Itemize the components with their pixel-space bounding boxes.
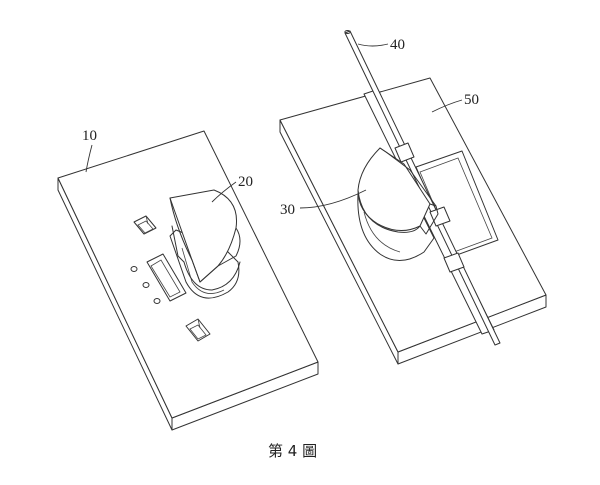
holes xyxy=(130,266,161,304)
label-40: 40 xyxy=(357,37,405,53)
shell-30 xyxy=(357,147,439,235)
rect-slot xyxy=(146,253,187,302)
square-pocket-top xyxy=(133,215,157,235)
figure-caption: 第 4 圖 xyxy=(268,442,317,460)
right-assembly xyxy=(279,30,547,365)
svg-text:40: 40 xyxy=(390,37,405,53)
label-30: 30 xyxy=(280,189,367,218)
square-pocket-bottom xyxy=(185,318,211,342)
svg-text:30: 30 xyxy=(280,202,295,218)
rod-clips xyxy=(394,142,465,273)
left-assembly xyxy=(57,130,319,431)
label-50: 50 xyxy=(431,92,479,113)
label-10: 10 xyxy=(82,128,97,173)
svg-text:10: 10 xyxy=(82,128,97,144)
svg-text:20: 20 xyxy=(238,174,253,190)
svg-text:50: 50 xyxy=(464,92,479,108)
label-20: 20 xyxy=(211,174,253,203)
shell-20 xyxy=(169,189,241,291)
